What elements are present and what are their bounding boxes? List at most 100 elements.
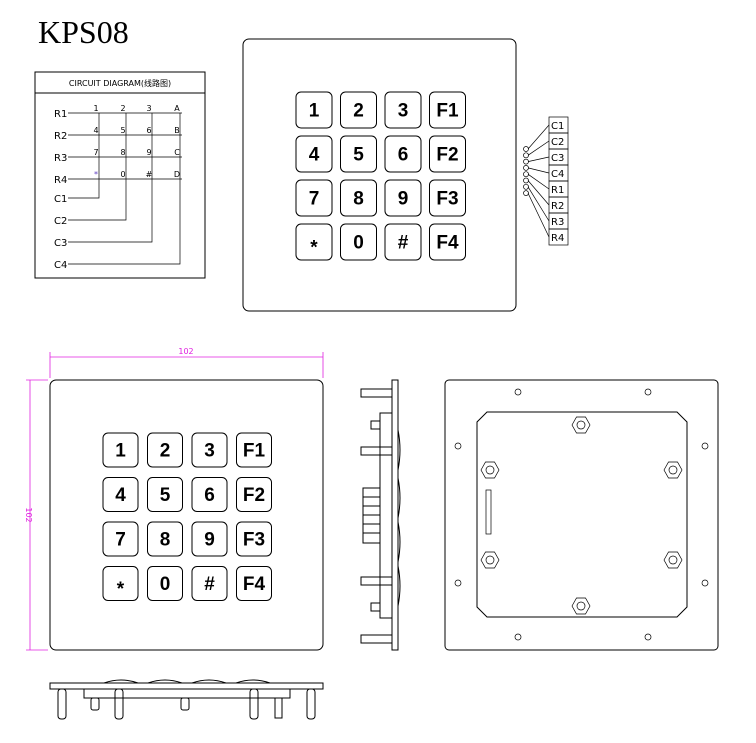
dimension-width: 102 xyxy=(49,347,324,378)
top-key-0[interactable]: 0 xyxy=(340,223,377,261)
row-label: R2 xyxy=(54,131,67,142)
key-label: 1 xyxy=(115,441,126,462)
front-key-F3[interactable]: F3 xyxy=(236,521,272,557)
key-label: 2 xyxy=(353,101,364,122)
back-view xyxy=(444,379,719,651)
front-key-6[interactable]: 6 xyxy=(191,477,228,512)
key-label: * xyxy=(310,238,318,259)
key-label: 6 xyxy=(398,145,409,166)
grid-label: 0 xyxy=(120,170,125,179)
key-label: # xyxy=(204,574,215,595)
front-key-0[interactable]: 0 xyxy=(147,566,183,601)
key-label: 0 xyxy=(160,574,171,595)
mount-hole-icon xyxy=(454,442,462,450)
pin-label: C4 xyxy=(551,169,564,180)
front-key-#[interactable]: # xyxy=(191,566,228,601)
grid-label: 8 xyxy=(120,148,125,157)
grid-label: 5 xyxy=(120,126,125,135)
key-label: 7 xyxy=(309,189,320,210)
top-key-7[interactable]: 7 xyxy=(295,179,333,217)
col-wire xyxy=(68,113,127,221)
pin-icon xyxy=(523,190,529,196)
front-key-*[interactable]: * xyxy=(102,566,139,601)
key-label: F3 xyxy=(243,530,265,551)
grid-label: B xyxy=(174,126,180,135)
top-key-6[interactable]: 6 xyxy=(384,135,422,173)
front-key-F2[interactable]: F2 xyxy=(236,477,272,512)
key-label: 4 xyxy=(115,485,126,506)
front-key-3[interactable]: 3 xyxy=(191,432,228,468)
front-key-5[interactable]: 5 xyxy=(147,477,183,512)
row-label: R4 xyxy=(54,175,67,186)
col-wire xyxy=(68,113,153,243)
col-label: C4 xyxy=(54,260,67,271)
pin-icon xyxy=(523,146,529,152)
top-key-8[interactable]: 8 xyxy=(340,179,377,217)
key-label: 4 xyxy=(309,145,320,166)
grid-label: D xyxy=(174,170,180,179)
hex-nut-icon xyxy=(663,461,683,479)
pin-label: R2 xyxy=(551,201,564,212)
col-label: C2 xyxy=(54,216,67,227)
pin-label: C2 xyxy=(551,137,564,148)
pin-icon xyxy=(523,165,529,171)
top-key-*[interactable]: * xyxy=(295,223,333,261)
front-key-2[interactable]: 2 xyxy=(147,432,183,468)
keypad-plate-top xyxy=(242,38,517,312)
front-key-F4[interactable]: F4 xyxy=(236,566,272,601)
key-label: 7 xyxy=(115,530,126,551)
key-label: 9 xyxy=(398,189,409,210)
top-key-3[interactable]: 3 xyxy=(384,91,422,129)
circuit-heading: CIRCUIT DIAGRAM(线路图) xyxy=(69,78,171,88)
grid-label: * xyxy=(94,170,98,179)
front-key-4[interactable]: 4 xyxy=(102,477,139,512)
grid-label: # xyxy=(146,170,153,179)
hex-nut-icon xyxy=(480,551,500,569)
key-label: F2 xyxy=(243,485,265,506)
top-key-F1[interactable]: F1 xyxy=(429,91,466,129)
grid-label: 3 xyxy=(146,104,151,113)
key-label: * xyxy=(117,579,125,600)
row-label: R3 xyxy=(54,153,67,164)
mount-hole-icon xyxy=(514,388,522,396)
keypad-plate-front xyxy=(49,379,324,651)
front-key-F1[interactable]: F1 xyxy=(236,432,272,468)
hex-nut-icon xyxy=(571,597,591,615)
top-key-F2[interactable]: F2 xyxy=(429,135,466,173)
mount-hole-icon xyxy=(701,442,709,450)
key-label: 6 xyxy=(204,485,215,506)
col-wire xyxy=(68,113,181,265)
top-key-1[interactable]: 1 xyxy=(295,91,333,129)
top-key-2[interactable]: 2 xyxy=(340,91,377,129)
grid-label: 4 xyxy=(93,126,98,135)
col-wire xyxy=(68,113,100,199)
front-key-8[interactable]: 8 xyxy=(147,521,183,557)
key-label: 9 xyxy=(204,530,215,551)
front-key-9[interactable]: 9 xyxy=(191,521,228,557)
front-key-7[interactable]: 7 xyxy=(102,521,139,557)
grid-label: C xyxy=(174,148,180,157)
top-key-F3[interactable]: F3 xyxy=(429,179,466,217)
pin-label: R4 xyxy=(551,233,564,244)
mount-hole-icon xyxy=(644,388,652,396)
row-label: R1 xyxy=(54,109,67,120)
pin-label: R1 xyxy=(551,185,564,196)
grid-label: 7 xyxy=(93,148,98,157)
top-key-F4[interactable]: F4 xyxy=(429,223,466,261)
front-key-1[interactable]: 1 xyxy=(102,432,139,468)
key-label: 0 xyxy=(353,233,364,254)
mount-hole-icon xyxy=(644,633,652,641)
hex-nut-icon xyxy=(663,551,683,569)
key-label: 3 xyxy=(398,101,409,122)
top-key-4[interactable]: 4 xyxy=(295,135,333,173)
top-key-9[interactable]: 9 xyxy=(384,179,422,217)
pin-label: R3 xyxy=(551,217,564,228)
top-key-#[interactable]: # xyxy=(384,223,422,261)
side-view xyxy=(360,379,401,651)
mount-hole-icon xyxy=(514,633,522,641)
top-key-5[interactable]: 5 xyxy=(340,135,377,173)
key-label: # xyxy=(398,233,409,254)
